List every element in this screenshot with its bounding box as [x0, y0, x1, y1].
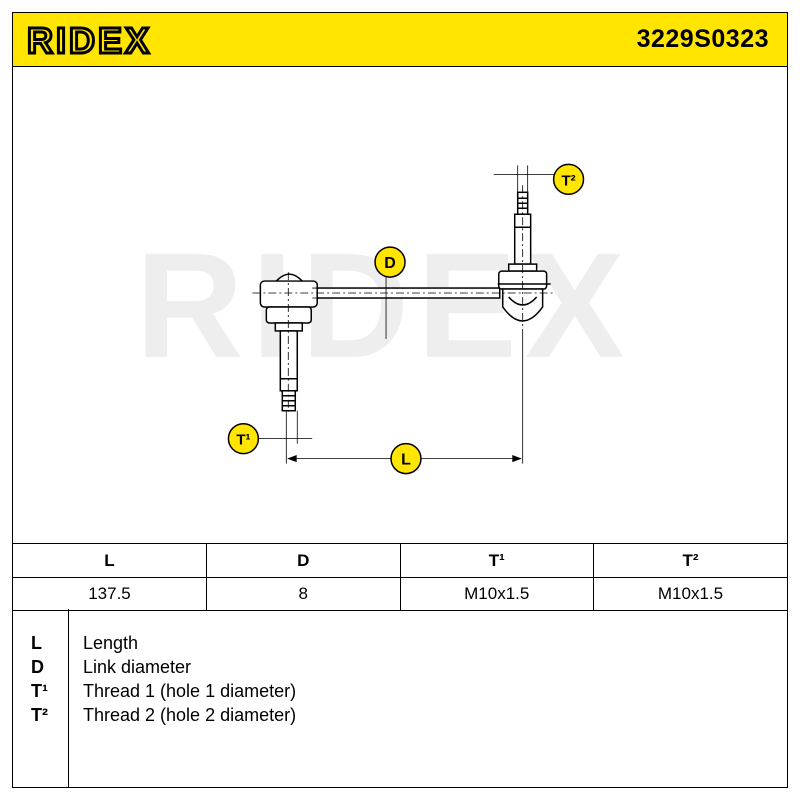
legend-item: T² Thread 2 (hole 2 diameter)	[13, 703, 787, 727]
part-number: 3229S0323	[636, 25, 769, 53]
ridex-logo: RIDEX	[27, 22, 152, 58]
legend-divider	[68, 609, 69, 787]
svg-text:RIDEX: RIDEX	[27, 22, 152, 58]
table-row: 137.5 8 M10x1.5 M10x1.5	[13, 577, 787, 611]
value-thread-1: M10x1.5	[399, 577, 594, 611]
legend-key: D	[31, 657, 44, 677]
column-header-l: L	[13, 543, 207, 578]
svg-text:T²: T²	[562, 172, 576, 189]
legend-description: Thread 2 (hole 2 diameter)	[83, 705, 297, 725]
part-outline	[259, 191, 551, 412]
legend-item: D Link diameter	[13, 655, 787, 679]
table-header-row: L D T¹ T²	[13, 543, 787, 578]
legend-key: T¹	[31, 681, 48, 701]
legend-description: Length	[83, 633, 139, 653]
legend-item: T¹ Thread 1 (hole 1 diameter)	[13, 679, 787, 703]
column-header-t1: T¹	[399, 543, 594, 578]
callout-d: D	[374, 246, 406, 278]
column-header-t2: T²	[593, 543, 787, 578]
legend-key: T²	[31, 705, 48, 725]
product-sheet: RIDEX 3229S0323 RIDEX	[12, 12, 788, 788]
callout-t2: T²	[552, 163, 585, 196]
svg-text:D: D	[384, 255, 396, 272]
value-diameter: 8	[206, 577, 401, 611]
header-bar: RIDEX 3229S0323	[13, 13, 787, 67]
technical-drawing: RIDEX	[13, 67, 787, 543]
legend: L Length D Link diameter T¹ Thread 1 (ho…	[13, 609, 787, 787]
legend-description: Link diameter	[83, 657, 192, 677]
svg-text:L: L	[401, 452, 411, 469]
column-header-d: D	[206, 543, 401, 578]
specs-table: L D T¹ T² 137.5 8 M10x1.5 M10x1.5	[13, 543, 787, 611]
center-lines	[252, 185, 554, 412]
watermark-text: RIDEX	[135, 222, 632, 389]
value-length: 137.5	[13, 577, 207, 611]
svg-text:T¹: T¹	[236, 432, 250, 449]
legend-item: L Length	[13, 631, 787, 655]
legend-key: L	[31, 633, 42, 653]
value-thread-2: M10x1.5	[593, 577, 787, 611]
stabilizer-link-drawing: RIDEX	[135, 163, 632, 475]
callout-l: L	[390, 442, 422, 475]
callout-t1: T¹	[227, 422, 260, 455]
legend-description: Thread 1 (hole 1 diameter)	[83, 681, 297, 701]
